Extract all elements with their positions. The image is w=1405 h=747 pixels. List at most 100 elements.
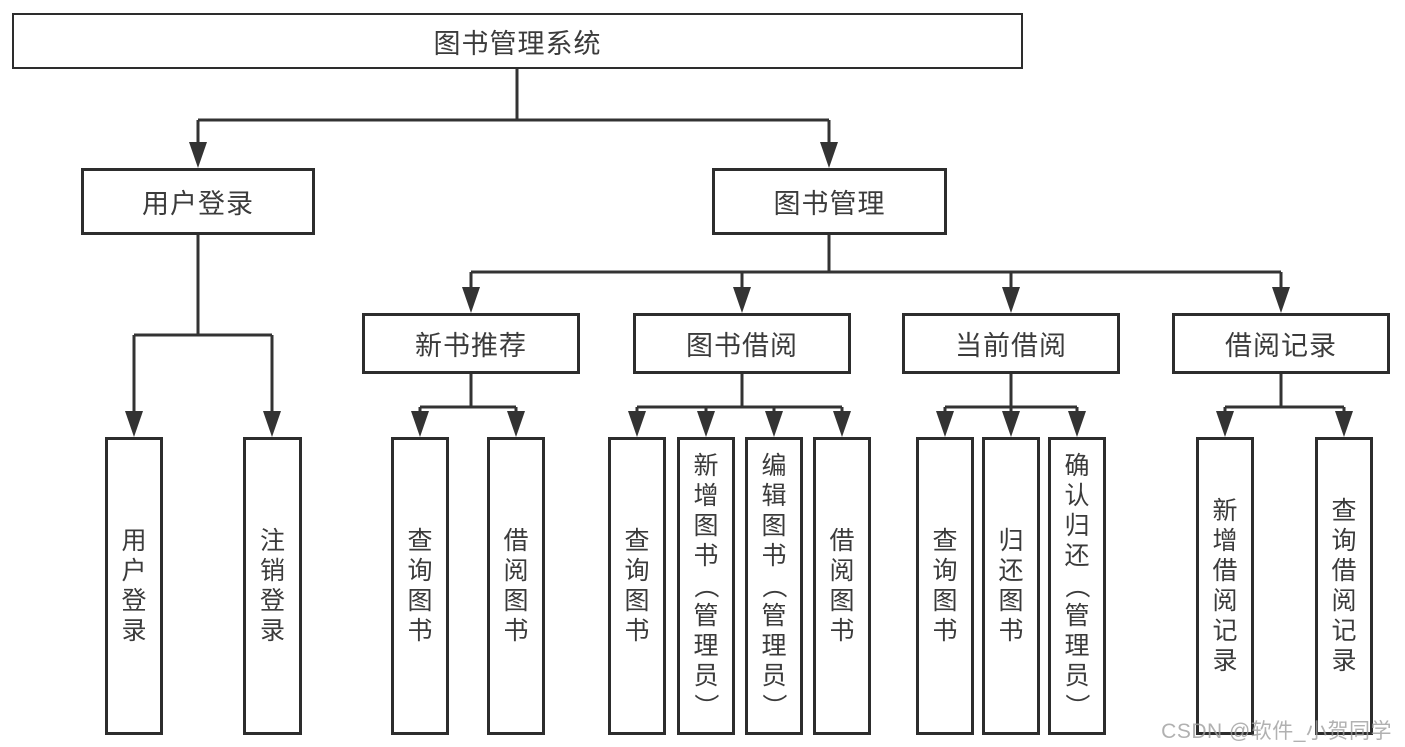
glyph: ） — [1062, 693, 1091, 719]
glyph: 查 — [407, 527, 433, 555]
node-leaf-cb-return-book: 归还图书 — [982, 437, 1040, 735]
arrow-down-icon — [1272, 287, 1290, 313]
glyph: 书 — [932, 617, 958, 645]
node-leaf-bb-edit-book: 编辑图书（管理员） — [745, 437, 803, 735]
glyph: 阅 — [503, 557, 529, 585]
glyph: 录 — [1331, 647, 1357, 675]
glyph: 阅 — [1331, 587, 1357, 615]
arrow-down-icon — [411, 411, 429, 437]
node-leaf-nb-query-book: 查询图书 — [391, 437, 449, 735]
glyph: ） — [759, 693, 788, 719]
arrow-down-icon — [507, 411, 525, 437]
glyph: 书 — [761, 542, 787, 570]
arrow-down-icon — [833, 411, 851, 437]
node-leaf-br-add-record: 新增借阅记录 — [1196, 437, 1254, 735]
node-leaf-logout: 注销登录 — [243, 437, 302, 735]
watermark: CSDN @软件_小贺同学 — [1161, 720, 1392, 743]
connector-bookborrow-to-leaves — [635, 374, 844, 413]
glyph: 图 — [624, 587, 650, 615]
node-book-borrow: 图书借阅 — [633, 313, 851, 374]
glyph: 书 — [503, 617, 529, 645]
connector-newbook-to-leaves — [418, 374, 518, 413]
glyph: 理 — [761, 632, 787, 660]
arrow-down-icon — [125, 411, 143, 437]
glyph: 查 — [932, 527, 958, 555]
arrow-down-icon — [1216, 411, 1234, 437]
glyph: 录 — [1212, 647, 1238, 675]
glyph: 借 — [503, 527, 529, 555]
glyph: 书 — [829, 617, 855, 645]
arrow-down-icon — [820, 142, 838, 168]
node-current-borrow: 当前借阅 — [902, 313, 1120, 374]
glyph: 员 — [693, 662, 719, 690]
arrow-down-icon — [263, 411, 281, 437]
glyph: 阅 — [1212, 587, 1238, 615]
glyph: 图 — [407, 587, 433, 615]
glyph: 图 — [503, 587, 529, 615]
connector-bookmgmt-to-level3 — [469, 235, 1283, 290]
glyph: 借 — [1331, 557, 1357, 585]
glyph: 书 — [693, 542, 719, 570]
glyph: 图 — [829, 587, 855, 615]
glyph: 新 — [693, 452, 719, 480]
glyph: 借 — [829, 527, 855, 555]
glyph: 图 — [693, 512, 719, 540]
glyph: 书 — [624, 617, 650, 645]
node-leaf-cb-query-book: 查询图书 — [916, 437, 974, 735]
glyph: 登 — [259, 587, 285, 615]
glyph: 归 — [998, 527, 1024, 555]
glyph: 询 — [932, 557, 958, 585]
glyph: 书 — [998, 617, 1024, 645]
glyph: 记 — [1212, 617, 1238, 645]
glyph: （ — [759, 573, 788, 599]
arrow-down-icon — [462, 287, 480, 313]
glyph: 员 — [761, 662, 787, 690]
glyph: 录 — [259, 617, 285, 645]
glyph: 管 — [1064, 602, 1090, 630]
arrow-down-icon — [1068, 411, 1086, 437]
arrow-down-icon — [1335, 411, 1353, 437]
node-leaf-bb-add-book: 新增图书（管理员） — [677, 437, 735, 735]
arrow-down-icon — [733, 287, 751, 313]
glyph: 增 — [1212, 527, 1238, 555]
node-user-login: 用户登录 — [81, 168, 315, 235]
glyph: 图 — [761, 512, 787, 540]
glyph: 询 — [407, 557, 433, 585]
glyph: 理 — [1064, 632, 1090, 660]
glyph: 新 — [1212, 497, 1238, 525]
glyph: ） — [691, 693, 720, 719]
glyph: 查 — [1331, 497, 1357, 525]
glyph: 销 — [259, 557, 285, 585]
glyph: 询 — [1331, 527, 1357, 555]
arrow-down-icon — [1002, 411, 1020, 437]
glyph: 认 — [1064, 482, 1090, 510]
glyph: 查 — [624, 527, 650, 555]
node-leaf-user-login: 用户登录 — [105, 437, 163, 735]
node-leaf-nb-borrow-book: 借阅图书 — [487, 437, 545, 735]
node-leaf-br-query-record: 查询借阅记录 — [1315, 437, 1373, 735]
arrow-down-icon — [936, 411, 954, 437]
glyph: 书 — [407, 617, 433, 645]
glyph: 阅 — [829, 557, 855, 585]
connector-userlogin-to-leaves — [132, 235, 274, 414]
glyph: 图 — [998, 587, 1024, 615]
glyph: 记 — [1331, 617, 1357, 645]
glyph: 图 — [932, 587, 958, 615]
glyph: 增 — [693, 482, 719, 510]
glyph: （ — [1062, 573, 1091, 599]
glyph: 归 — [1064, 512, 1090, 540]
glyph: 用 — [121, 527, 147, 555]
glyph: 辑 — [761, 482, 787, 510]
glyph: 登 — [121, 587, 147, 615]
glyph: 录 — [121, 617, 147, 645]
node-borrow-record: 借阅记录 — [1172, 313, 1390, 374]
glyph: （ — [691, 573, 720, 599]
glyph: 户 — [121, 557, 147, 585]
arrow-down-icon — [765, 411, 783, 437]
glyph: 借 — [1212, 557, 1238, 585]
glyph: 员 — [1064, 662, 1090, 690]
glyph: 确 — [1064, 452, 1090, 480]
node-new-book-recommend: 新书推荐 — [362, 313, 580, 374]
arrow-down-icon — [189, 142, 207, 168]
